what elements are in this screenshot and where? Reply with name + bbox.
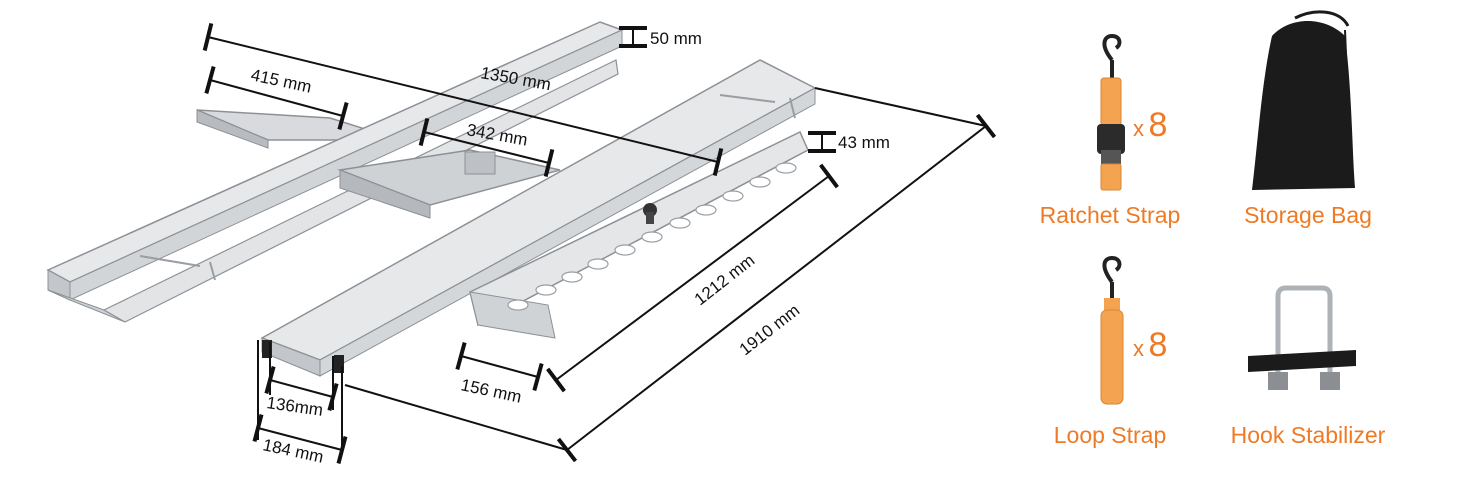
- ratchet-strap-quantity: x 8: [1133, 106, 1168, 144]
- accessory-label-storage-bag: Storage Bag: [1244, 202, 1372, 228]
- dim-frame-height: 50 mm: [650, 29, 702, 48]
- loop-strap-icon: [1100, 255, 1124, 405]
- dim-total-length: 1910 mm: [736, 301, 804, 360]
- accessory-label-loop-strap: Loop Strap: [1053, 422, 1167, 448]
- hook-stabilizer-icon: [1248, 285, 1356, 390]
- dim-tray-length: 1212 mm: [691, 251, 759, 310]
- ratchet-strap-icon: [1097, 33, 1125, 191]
- loop-strap-quantity: x 8: [1133, 326, 1168, 364]
- dimension-lines: [202, 22, 997, 465]
- accessory-label-hook-stabilizer: Hook Stabilizer: [1230, 422, 1386, 448]
- accessory-label-ratchet-strap: Ratchet Strap: [1039, 202, 1181, 228]
- motorcycle-carrier-illustration: [46, 21, 817, 377]
- storage-bag-icon: [1252, 10, 1355, 190]
- dim-hitch-arm: 415 mm: [249, 65, 313, 96]
- dim-tray-width: 156 mm: [459, 375, 523, 406]
- dim-track-inner: 136mm: [265, 393, 324, 420]
- dim-track-outer: 184 mm: [261, 435, 325, 466]
- dim-tray-height: 43 mm: [838, 133, 890, 152]
